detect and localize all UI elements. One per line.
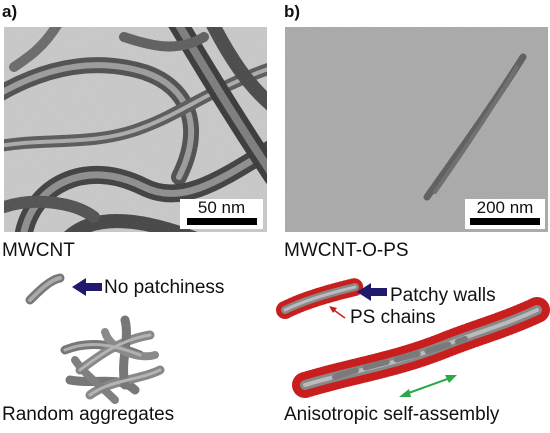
- scale-bar-b-line: [470, 218, 540, 225]
- scale-bar-b-label: 200 nm: [476, 198, 534, 217]
- panel-a-label: a): [2, 2, 18, 21]
- schematic-b: [276, 278, 550, 398]
- schematic-a: [25, 273, 165, 404]
- label-mwcnt: MWCNT: [2, 240, 75, 261]
- tem-image-mwcnt: 50 nm: [4, 27, 267, 232]
- caption-anisotropic-self-assembly: Anisotropic self-assembly: [284, 404, 500, 425]
- red-arrow-icon: [329, 306, 346, 319]
- caption-random-aggregates: Random aggregates: [2, 404, 175, 425]
- annotation-patchy-walls: Patchy walls: [390, 285, 496, 306]
- tem-micrograph-b: [285, 27, 548, 232]
- scale-bar-a-line: [186, 218, 257, 225]
- label-mwcnt-o-ps: MWCNT-O-PS: [284, 240, 409, 261]
- tem-image-mwcnt-o-ps: 200 nm: [285, 27, 548, 232]
- arrow-left-icon: [72, 278, 102, 296]
- random-aggregate: [60, 315, 165, 404]
- scale-bar-a-label: 50 nm: [197, 198, 246, 217]
- scale-bar-b: 200 nm: [465, 199, 545, 229]
- panel-b-label: b): [284, 2, 301, 21]
- anisotropic-assembly: [292, 297, 550, 398]
- annotation-no-patchiness: No patchiness: [104, 277, 225, 298]
- patchy-nanotube: [276, 278, 364, 319]
- double-arrow-icon: [399, 375, 457, 397]
- annotation-ps-chains: PS chains: [350, 307, 436, 328]
- scale-bar-a: 50 nm: [180, 199, 263, 229]
- arrow-left-icon: [357, 283, 387, 301]
- tem-micrograph-a: [4, 27, 267, 232]
